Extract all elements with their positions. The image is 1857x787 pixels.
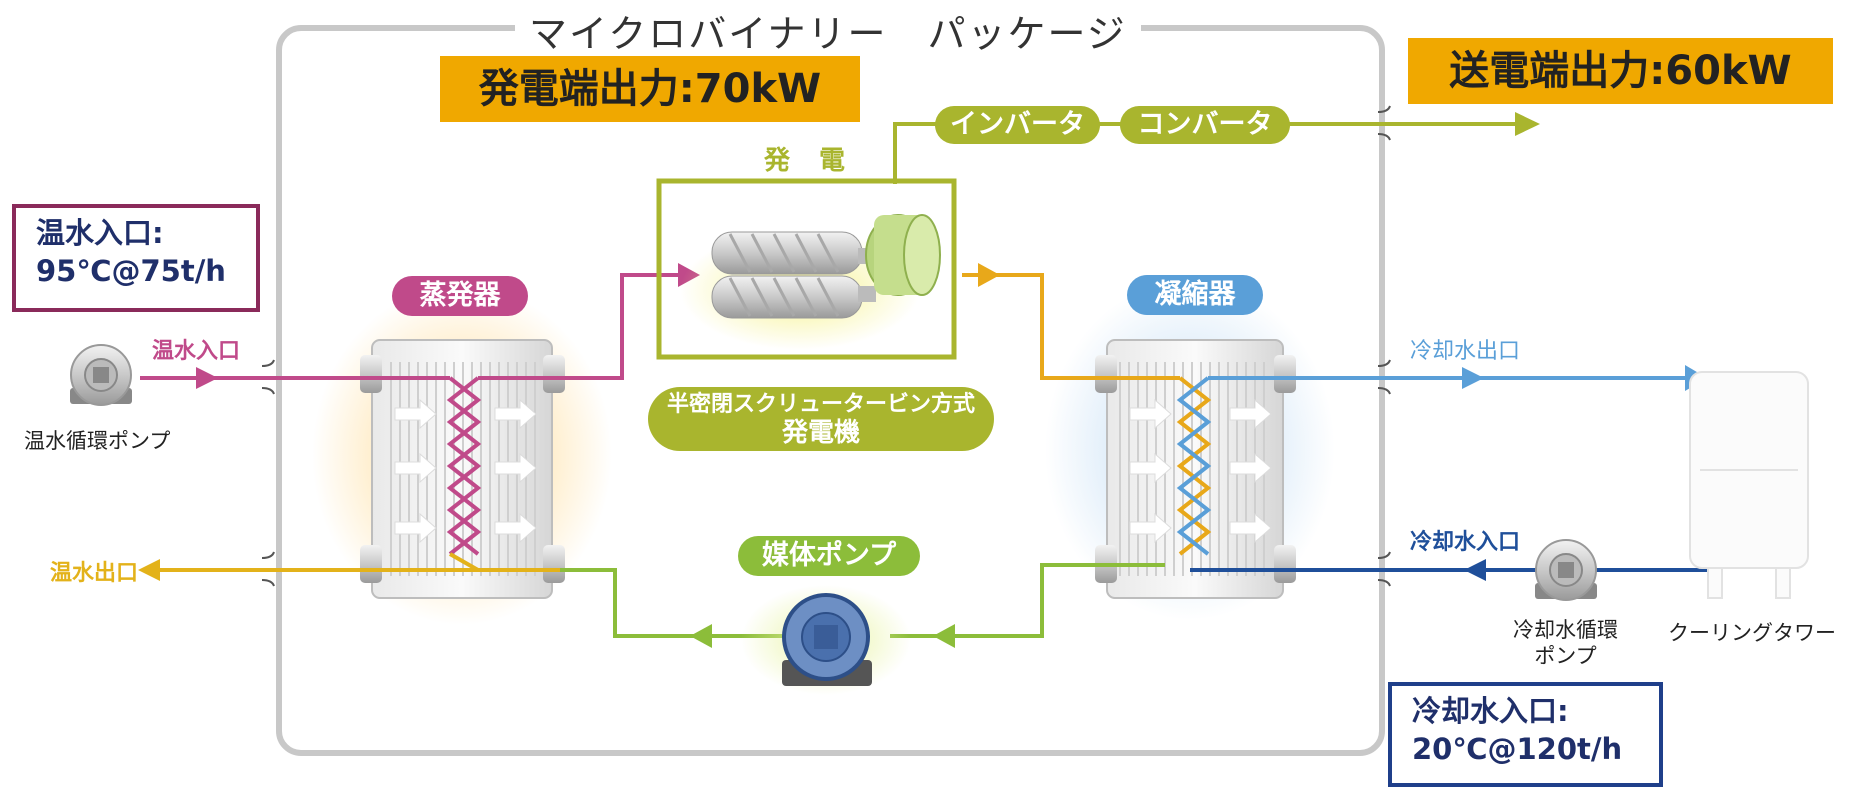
cooling-pump-label-line1: 冷却水循環	[1513, 618, 1618, 642]
screw-turbine	[711, 214, 941, 319]
vapor-line	[962, 273, 1212, 556]
media-pump-pill: 媒体ポンプ	[738, 536, 920, 576]
cooling-tower-label: クーリングタワー	[1668, 621, 1836, 645]
cooling-water-inlet-info-box: 冷却水入口: 20℃@120t/h	[1388, 682, 1663, 787]
generation-output-box: 発電端出力:70kW	[440, 56, 860, 122]
converter-pill: コンバータ	[1120, 106, 1290, 144]
cooling-pump-label-line2: ポンプ	[1534, 644, 1597, 668]
cooling-pump-body	[1535, 539, 1597, 601]
hot-water-pump-body	[70, 344, 132, 406]
cooling-water-outlet-label: 冷却水出口	[1410, 339, 1521, 364]
evaporator-pill: 蒸発器	[392, 276, 528, 316]
hot-water-inlet-line	[140, 273, 680, 556]
hot-water-outlet-line	[160, 552, 615, 572]
generation-label: 発 電	[764, 146, 856, 176]
power-line	[893, 122, 1520, 184]
generator-caption: 半密閉スクリュータービン方式 発電機	[648, 387, 994, 451]
package-title: マイクロバイナリー パッケージ	[515, 3, 1141, 58]
hot-water-outlet-label: 温水出口	[50, 561, 139, 586]
cooling-pump-label: 冷却水循環 ポンプ	[1513, 617, 1618, 669]
generator-caption-line2: 発電機	[781, 418, 860, 448]
cooling-water-outlet-line	[1176, 376, 1690, 556]
hot-water-inlet-info-line2: 95℃@75t/h	[36, 254, 226, 288]
hot-water-pump-label: 温水循環ポンプ	[24, 429, 171, 453]
generator-caption-line1: 半密閉スクリュータービン方式	[666, 392, 975, 417]
hot-water-inlet-info-box: 温水入口: 95℃@75t/h	[12, 204, 260, 312]
cooling-water-inlet-info-line2: 20℃@120t/h	[1412, 732, 1623, 766]
cooling-water-inlet-label: 冷却水入口	[1410, 530, 1521, 555]
generator-frame	[656, 178, 957, 360]
hot-water-inlet-info-line1: 温水入口:	[36, 216, 164, 250]
cooling-water-inlet-info-line1: 冷却水入口:	[1412, 694, 1569, 728]
transmission-output-box: 送電端出力:60kW	[1408, 38, 1833, 104]
hot-water-inlet-label: 温水入口	[152, 339, 241, 364]
media-pump-body	[782, 593, 872, 686]
condenser-pill: 凝縮器	[1127, 275, 1263, 315]
cooling-tower-body	[1689, 371, 1809, 599]
inverter-pill: インバータ	[935, 106, 1100, 144]
